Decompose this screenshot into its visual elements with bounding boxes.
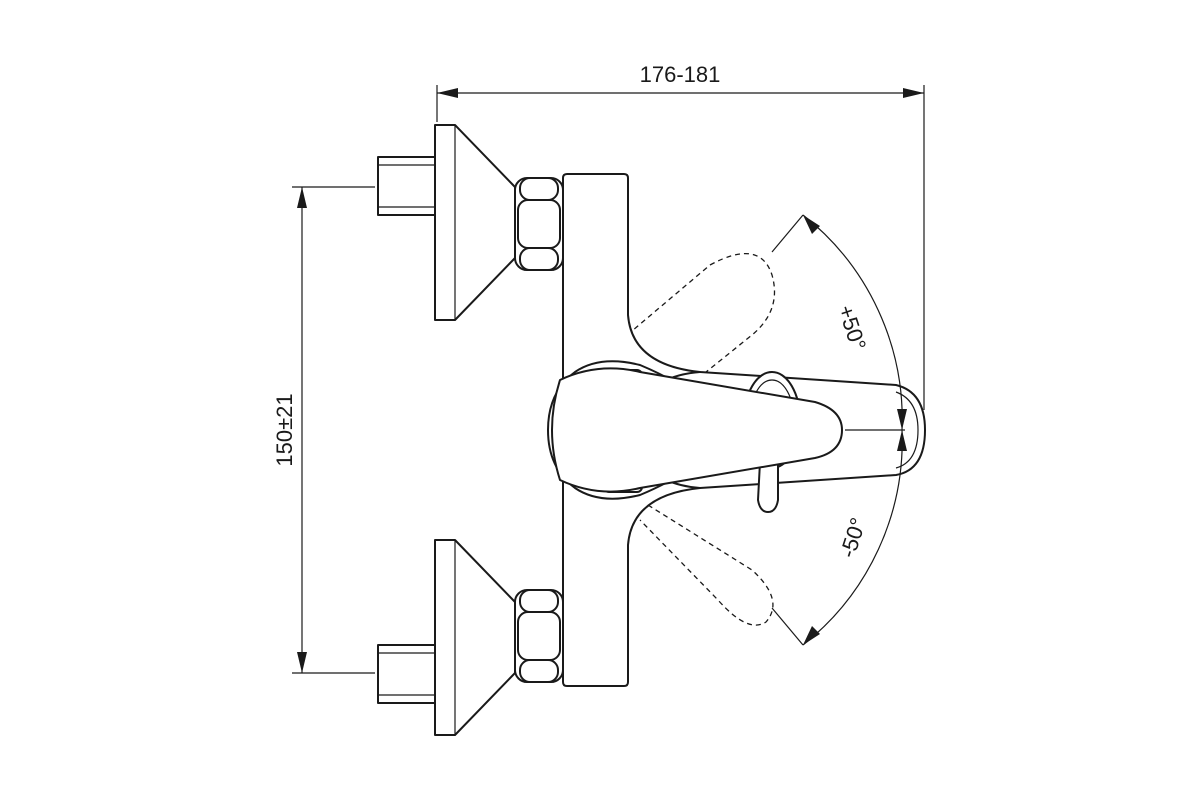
lower-inlet-stub <box>377 644 436 704</box>
angle-minus-label: -50° <box>835 515 871 561</box>
height-dimension: 150±21 <box>272 186 375 674</box>
upper-connector-assembly <box>377 124 564 321</box>
angle-plus-label: +50° <box>833 302 871 354</box>
diverter-knob <box>757 461 779 513</box>
handle-position-plus-50 <box>599 252 776 406</box>
handle-position-minus-50 <box>639 504 774 626</box>
upper-hex-nut <box>514 177 564 271</box>
width-dimension-label: 176-181 <box>640 62 721 87</box>
lower-connector-assembly <box>377 539 564 736</box>
lever-handle <box>551 367 843 493</box>
height-dimension-label: 150±21 <box>272 393 297 466</box>
lower-escutcheon <box>434 539 516 736</box>
lower-hex-nut <box>514 589 564 683</box>
angle-arrow-mid-top <box>897 409 907 430</box>
width-arrow-left <box>437 88 458 98</box>
height-arrow-bottom <box>297 652 307 673</box>
upper-inlet-stub <box>377 156 436 216</box>
angle-arrow-mid-bottom <box>897 430 907 451</box>
height-arrow-top <box>297 187 307 208</box>
width-dimension: 176-181 <box>436 62 925 410</box>
upper-escutcheon <box>434 124 516 321</box>
angle-arrow-down <box>803 626 820 645</box>
angle-arrow-up <box>803 215 820 234</box>
width-arrow-right <box>903 88 924 98</box>
